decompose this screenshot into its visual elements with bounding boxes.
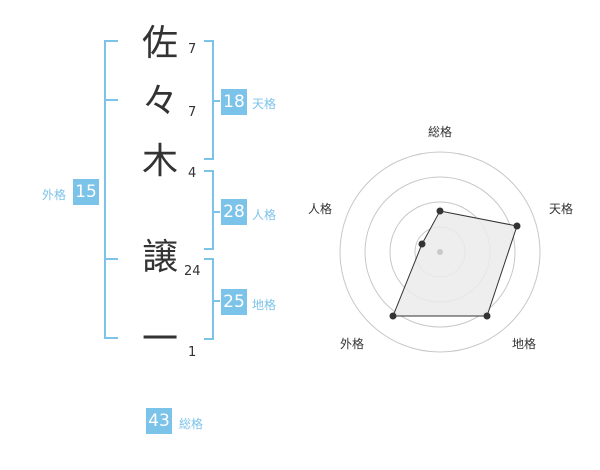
jinkaku-bracket-tick [212,211,220,213]
gaikaku-bracket-top [104,40,118,42]
radar-label-bottom-left: 外格 [340,337,365,351]
chikaku-score: 25 [221,289,247,315]
soukaku-label: 総格 [179,417,204,431]
stroke-count-4: 24 [184,264,201,279]
gaikaku-bracket-low [104,258,118,260]
radar-area [392,210,518,317]
jinkaku-bracket-top [204,170,214,172]
stroke-count-2: 7 [188,105,197,120]
radar-ring-4 [339,151,541,353]
radar-label-right: 天格 [549,202,574,216]
stroke-count-3: 4 [188,166,197,181]
radar-center-point [437,249,443,255]
name-char-2: 々 [141,81,178,122]
radar-point-jinkaku [418,240,426,248]
radar-label-bottom-right: 地格 [512,337,537,351]
chikaku-bracket-vertical [212,258,214,340]
tenkaku-score: 18 [221,89,247,115]
tenkaku-bracket-bottom [204,158,214,160]
chikaku-label: 地格 [252,298,277,312]
tenkaku-bracket-top [204,40,214,42]
radar-point-tenkaku [513,222,521,230]
stroke-count-5: 1 [188,345,197,360]
radar-point-soukaku [436,207,444,215]
jinkaku-label: 人格 [252,208,277,222]
jinkaku-bracket-vertical [212,170,214,250]
gaikaku-score: 15 [73,179,99,205]
radar-label-left: 人格 [308,202,333,216]
gaikaku-bracket-bottom [104,337,118,339]
tenkaku-bracket-tick [212,100,220,102]
name-char-5: 一 [141,319,178,360]
tenkaku-label: 天格 [252,97,277,111]
chikaku-bracket-tick [212,300,220,302]
radar-ring-3 [364,176,516,328]
soukaku-score: 43 [146,408,172,434]
chikaku-bracket-bottom [204,338,214,340]
name-char-4: 譲 [141,237,178,278]
jinkaku-score: 28 [221,199,247,225]
stroke-count-1: 7 [188,42,197,57]
radar-point-chikaku [483,312,491,320]
radar-point-gaikaku [389,312,397,320]
gaikaku-label: 外格 [42,188,67,202]
gaikaku-bracket-mid [104,99,118,101]
chikaku-bracket-top [204,258,214,260]
name-char-1: 佐 [141,23,178,64]
name-char-3: 木 [141,141,178,182]
gaikaku-bracket-vertical [104,40,106,338]
radar-label-top: 総格 [428,125,453,139]
jinkaku-bracket-bottom [204,248,214,250]
